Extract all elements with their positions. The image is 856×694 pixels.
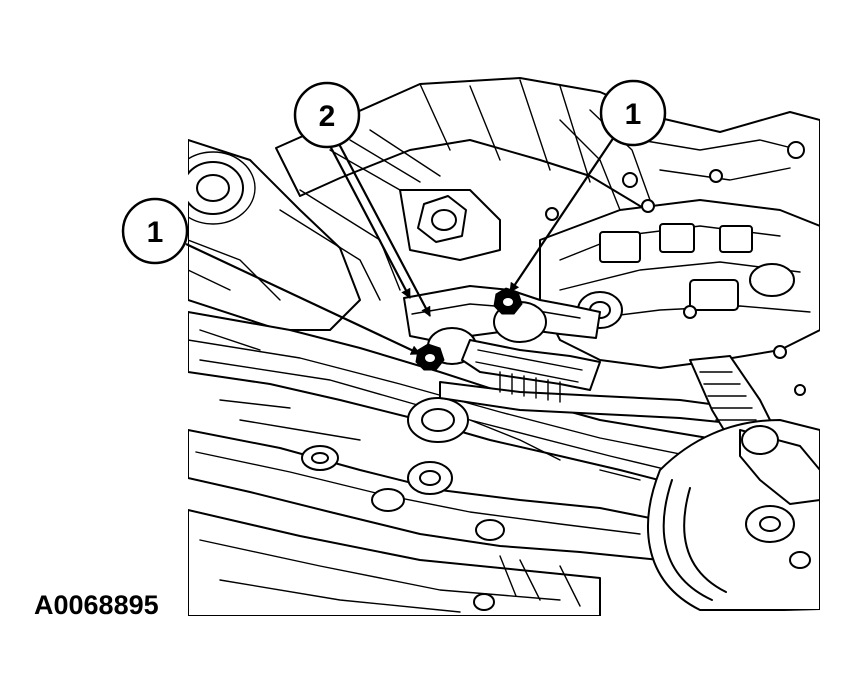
callout-1-right-label: 1: [625, 98, 642, 131]
crossmember-bosses: [301, 397, 505, 611]
callout-2: 2: [293, 81, 361, 149]
leader-2-b: [337, 141, 431, 317]
fastener-left: [415, 343, 445, 371]
line-art: [188, 77, 820, 616]
callout-2-label: 2: [319, 100, 336, 133]
bottom-panel: [188, 509, 601, 616]
callout-1-left: 1: [121, 197, 189, 265]
leader-lines: [185, 133, 617, 355]
callout-1-left-label: 1: [147, 216, 164, 249]
callout-1-right: 1: [599, 79, 667, 147]
leader-1-left: [185, 243, 421, 355]
hardware-bolts: [545, 141, 806, 396]
figure-id-label: A0068895: [34, 590, 159, 620]
leader-1-right: [509, 133, 617, 293]
fastener-right: [493, 287, 523, 315]
leader-2-a: [327, 141, 411, 299]
